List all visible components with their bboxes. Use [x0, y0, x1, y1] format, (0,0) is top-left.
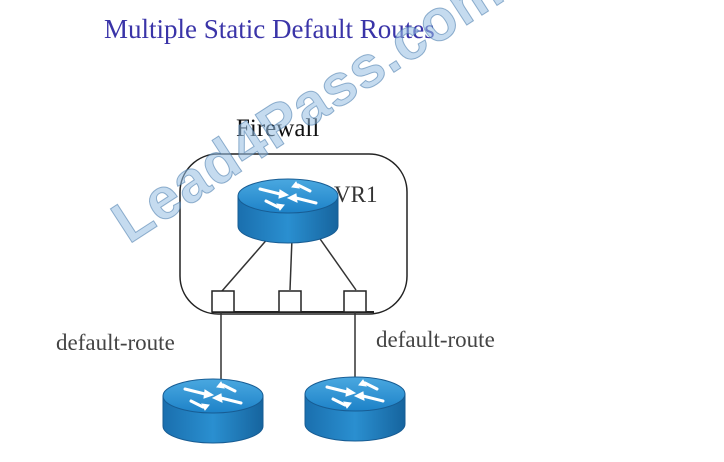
interface-port-icon	[343, 290, 367, 313]
interface-port-icon	[211, 290, 235, 313]
firewall-label: Firewall	[236, 115, 320, 142]
router-icon	[161, 377, 265, 445]
router-icon	[303, 375, 407, 443]
vr1-label: VR1	[334, 182, 378, 207]
default-route-left-label: default-route	[56, 330, 175, 355]
vr-links	[221, 235, 357, 292]
router-icon	[236, 177, 340, 245]
diagram-title: Multiple Static Default Routes	[104, 14, 435, 44]
default-route-right-label: default-route	[376, 327, 495, 352]
firewall-boundary	[179, 153, 408, 315]
interface-port-icon	[278, 290, 302, 313]
